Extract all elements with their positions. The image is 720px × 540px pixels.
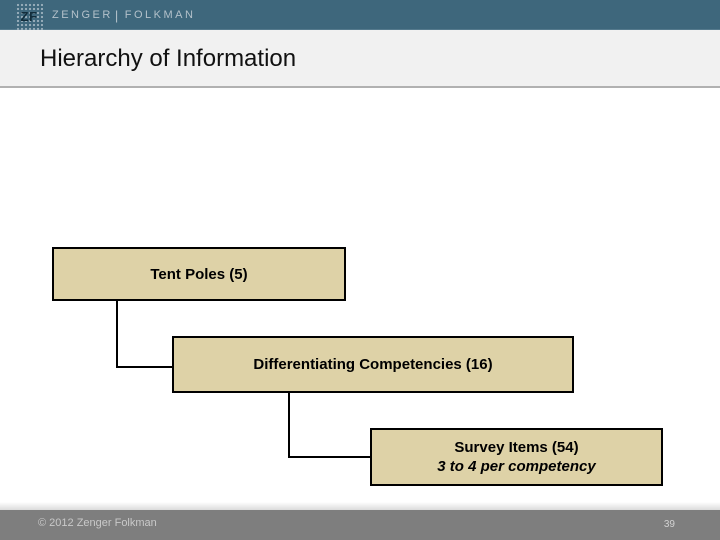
- copyright-text: © 2012 Zenger Folkman: [38, 517, 157, 529]
- diagram-canvas: Tent Poles (5) Differentiating Competenc…: [0, 90, 720, 502]
- header-bar: ZF ZENGER | FOLKMAN: [0, 0, 720, 30]
- box-label: Tent Poles (5): [150, 265, 248, 283]
- box-sublabel: 3 to 4 per competency: [437, 458, 596, 475]
- connector-1-horizontal: [116, 366, 174, 368]
- footer-shadow: [0, 502, 720, 510]
- page-number: 39: [663, 519, 675, 530]
- zf-logo-icon: ZF: [15, 2, 43, 30]
- brand-separator: |: [114, 7, 121, 23]
- box-label: Survey Items (54): [454, 439, 579, 456]
- diagram-box-survey-items: Survey Items (54) 3 to 4 per competency: [370, 428, 663, 486]
- connector-1-vertical: [116, 300, 118, 368]
- brand-wordmark: ZENGER | FOLKMAN: [52, 0, 195, 30]
- connector-2-vertical: [288, 393, 290, 458]
- brand-zenger: ZENGER: [52, 9, 113, 21]
- footer-bar: © 2012 Zenger Folkman 39: [0, 510, 720, 540]
- title-band: Hierarchy of Information: [0, 30, 720, 88]
- zf-logo-monogram: ZF: [20, 8, 38, 24]
- connector-2-horizontal: [288, 456, 372, 458]
- brand-folkman: FOLKMAN: [124, 9, 196, 21]
- diagram-box-differentiating-competencies: Differentiating Competencies (16): [172, 336, 574, 393]
- box-label: Differentiating Competencies (16): [253, 356, 493, 373]
- diagram-box-tent-poles: Tent Poles (5): [52, 247, 346, 301]
- slide-title: Hierarchy of Information: [40, 45, 297, 72]
